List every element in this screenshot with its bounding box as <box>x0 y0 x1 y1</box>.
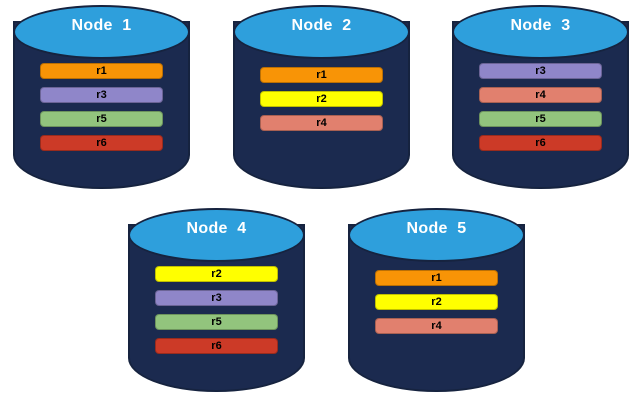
replica-bar: r2 <box>375 294 498 310</box>
node-cylinder: Node 4 r2 r3 r5 r6 <box>128 208 305 392</box>
node-label: Node 5 <box>406 220 467 237</box>
node-cylinder: Node 2 r1 r2 r4 <box>233 5 410 189</box>
replica-bar: r4 <box>479 87 602 103</box>
node-label: Node 1 <box>71 17 132 34</box>
cylinder-top-ellipse <box>128 208 305 262</box>
replica-bar: r5 <box>479 111 602 127</box>
replica-bar: r4 <box>375 318 498 334</box>
replica-list: r2 r3 r5 r6 <box>155 266 278 354</box>
replica-bar: r5 <box>155 314 278 330</box>
replica-bar: r6 <box>479 135 602 151</box>
replica-list: r1 r3 r5 r6 <box>40 63 163 151</box>
cylinder-top-ellipse <box>13 5 190 59</box>
replica-bar: r3 <box>479 63 602 79</box>
node-cylinder: Node 3 r3 r4 r5 r6 <box>452 5 629 189</box>
node-label: Node 2 <box>291 17 352 34</box>
cylinder-top-ellipse <box>452 5 629 59</box>
replica-bar: r3 <box>155 290 278 306</box>
node-cylinder: Node 1 r1 r3 r5 r6 <box>13 5 190 189</box>
replica-bar: r6 <box>40 135 163 151</box>
replica-bar: r1 <box>40 63 163 79</box>
replica-list: r1 r2 r4 <box>260 67 383 131</box>
replica-bar: r5 <box>40 111 163 127</box>
node-cylinder: Node 5 r1 r2 r4 <box>348 208 525 392</box>
replica-bar: r3 <box>40 87 163 103</box>
cylinder-top-ellipse <box>348 208 525 262</box>
node-label: Node 3 <box>510 17 571 34</box>
replica-list: r1 r2 r4 <box>375 270 498 334</box>
replica-bar: r6 <box>155 338 278 354</box>
replica-bar: r2 <box>155 266 278 282</box>
replica-bar: r4 <box>260 115 383 131</box>
node-label: Node 4 <box>186 220 247 237</box>
cylinder-top-ellipse <box>233 5 410 59</box>
replica-bar: r1 <box>260 67 383 83</box>
replica-list: r3 r4 r5 r6 <box>479 63 602 151</box>
replica-bar: r1 <box>375 270 498 286</box>
replica-bar: r2 <box>260 91 383 107</box>
